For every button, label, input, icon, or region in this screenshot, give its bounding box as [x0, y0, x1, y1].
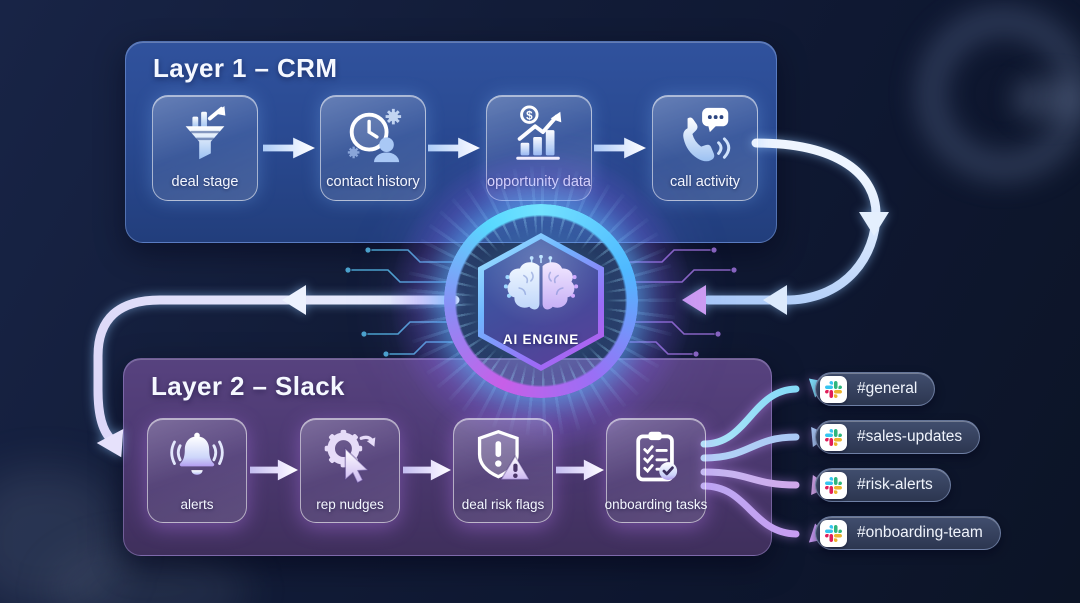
layer1-panel: [125, 41, 777, 243]
layer1-card-contact-history: contact history: [320, 95, 426, 201]
layer2-card-onboarding-tasks: onboarding tasks: [604, 418, 708, 523]
chart-dollar-icon: $: [508, 104, 570, 166]
card-label: opportunity data: [487, 174, 591, 190]
layer2-card-alerts: alerts: [147, 418, 247, 523]
card-label: contact history: [326, 174, 420, 190]
slack-logo-icon: [820, 471, 847, 499]
brain-circuit-icon: [502, 255, 580, 321]
layer1-card-opportunity-data: $ opportunity data: [486, 95, 592, 201]
layer1-card-deal-stage: deal stage: [152, 95, 258, 201]
slack-logo-icon: [820, 519, 847, 547]
channel-label: #sales-updates: [857, 428, 963, 445]
gear-cursor-icon: [320, 427, 380, 487]
card-label: deal stage: [171, 174, 239, 190]
clipboard-check-icon: [626, 427, 686, 487]
layer2-title: Layer 2 – Slack: [151, 371, 345, 401]
funnel-growth-icon: [174, 104, 236, 166]
slack-channel-risk-alerts: #risk-alerts: [815, 468, 951, 502]
layer2-card-rep-nudges: rep nudges: [300, 418, 400, 523]
card-label: onboarding tasks: [604, 497, 708, 512]
phone-message-icon: [674, 104, 736, 166]
ai-engine-node: AI ENGINE: [478, 233, 604, 371]
background-blob: [916, 6, 1080, 182]
layer1-title: Layer 1 – CRM: [153, 53, 338, 83]
svg-text:$: $: [526, 110, 533, 123]
slack-logo-icon: [820, 423, 847, 451]
ai-engine-hexagon: AI ENGINE: [484, 239, 598, 365]
layer2-card-deal-risk-flags: deal risk flags: [453, 418, 553, 523]
channel-label: #risk-alerts: [857, 476, 933, 493]
clock-contact-icon: [342, 104, 404, 166]
card-label: alerts: [180, 497, 214, 512]
card-label: rep nudges: [316, 497, 384, 512]
slack-channel-onboarding-team: #onboarding-team: [815, 516, 1001, 550]
background-blob: [1012, 78, 1080, 120]
slack-channel-sales-updates: #sales-updates: [815, 420, 981, 454]
slack-logo-icon: [820, 375, 847, 403]
channel-label: #onboarding-team: [857, 524, 983, 541]
layer1-card-call-activity: call activity: [652, 95, 758, 201]
background-blob: [0, 470, 120, 603]
bell-icon: [167, 427, 227, 487]
ai-engine-label: AI ENGINE: [502, 332, 580, 347]
slack-channel-general: #general: [815, 372, 936, 406]
card-label: deal risk flags: [461, 497, 545, 512]
card-label: call activity: [669, 174, 741, 190]
channel-label: #general: [857, 380, 918, 397]
shield-alert-icon: [473, 427, 533, 487]
